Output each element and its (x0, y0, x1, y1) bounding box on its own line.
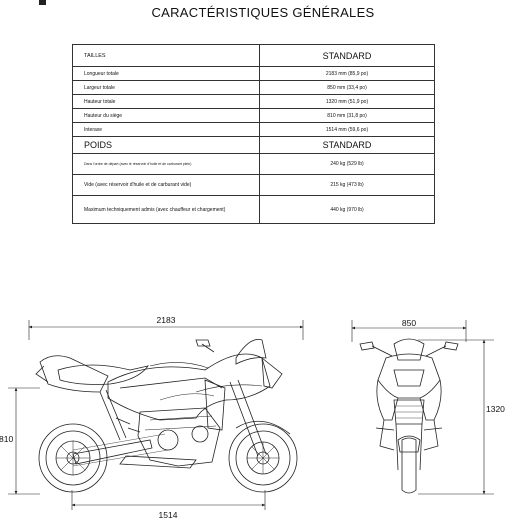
row-label: Interaxe (72, 122, 260, 137)
row-value: 240 kg (529 lb) (259, 153, 435, 175)
table-row: Longueur totale 2183 mm (85,9 po) (72, 66, 435, 81)
motorcycle-side-view (35, 339, 298, 493)
weight-header-row: POIDS STANDARD (72, 136, 435, 154)
table-row: Vide (avec réservoir d'huile et de carbu… (72, 174, 435, 196)
specifications-table: TAILLES STANDARD Longueur totale 2183 mm… (72, 44, 435, 224)
table-row: Hauteur totale 1320 mm (51,9 po) (72, 94, 435, 109)
row-label: Dans l'ordre de départ (avec le réservoi… (72, 153, 260, 175)
dimension-seat-height-label: 810 (0, 434, 13, 444)
page-corner-mark (39, 0, 46, 5)
row-label: Hauteur totale (72, 94, 260, 109)
page-title: CARACTÉRISTIQUES GÉNÉRALES (151, 5, 375, 20)
row-value: 850 mm (33,4 po) (259, 80, 435, 95)
row-value: 810 mm (31,8 po) (259, 108, 435, 123)
table-row: Dans l'ordre de départ (avec le réservoi… (72, 153, 435, 175)
sizes-standard-header: STANDARD (259, 44, 435, 67)
dimension-wheelbase-label: 1514 (159, 510, 178, 520)
weight-header: POIDS (72, 136, 260, 154)
motorcycle-dimension-drawing: 2183 1514 810 (0, 315, 505, 520)
front-view-dimensions (351, 320, 494, 495)
row-value: 1514 mm (59,6 po) (259, 122, 435, 137)
side-view-dimensions (8, 320, 304, 510)
row-value: 2183 mm (85,9 po) (259, 66, 435, 81)
sizes-header-row: TAILLES STANDARD (72, 44, 435, 67)
row-value: 215 kg (473 lb) (259, 174, 435, 196)
dimension-length-label: 2183 (157, 315, 176, 325)
row-label: Vide (avec réservoir d'huile et de carbu… (72, 174, 260, 196)
row-value: 440 kg (970 lb) (259, 195, 435, 224)
weight-standard-header: STANDARD (259, 136, 435, 154)
row-label: Largeur totale (72, 80, 260, 95)
dimension-width-label: 850 (402, 318, 416, 328)
table-row: Hauteur du siège 810 mm (31,8 po) (72, 108, 435, 123)
dimension-height-label: 1320 (486, 404, 505, 414)
motorcycle-front-view (359, 338, 459, 494)
table-row: Interaxe 1514 mm (59,6 po) (72, 122, 435, 137)
table-row: Maximum techniquement admis (avec chauff… (72, 195, 435, 224)
row-label: Longueur totale (72, 66, 260, 81)
row-label: Hauteur du siège (72, 108, 260, 123)
row-label: Maximum techniquement admis (avec chauff… (72, 195, 260, 224)
sizes-header: TAILLES (72, 44, 260, 67)
row-value: 1320 mm (51,9 po) (259, 94, 435, 109)
table-row: Largeur totale 850 mm (33,4 po) (72, 80, 435, 95)
